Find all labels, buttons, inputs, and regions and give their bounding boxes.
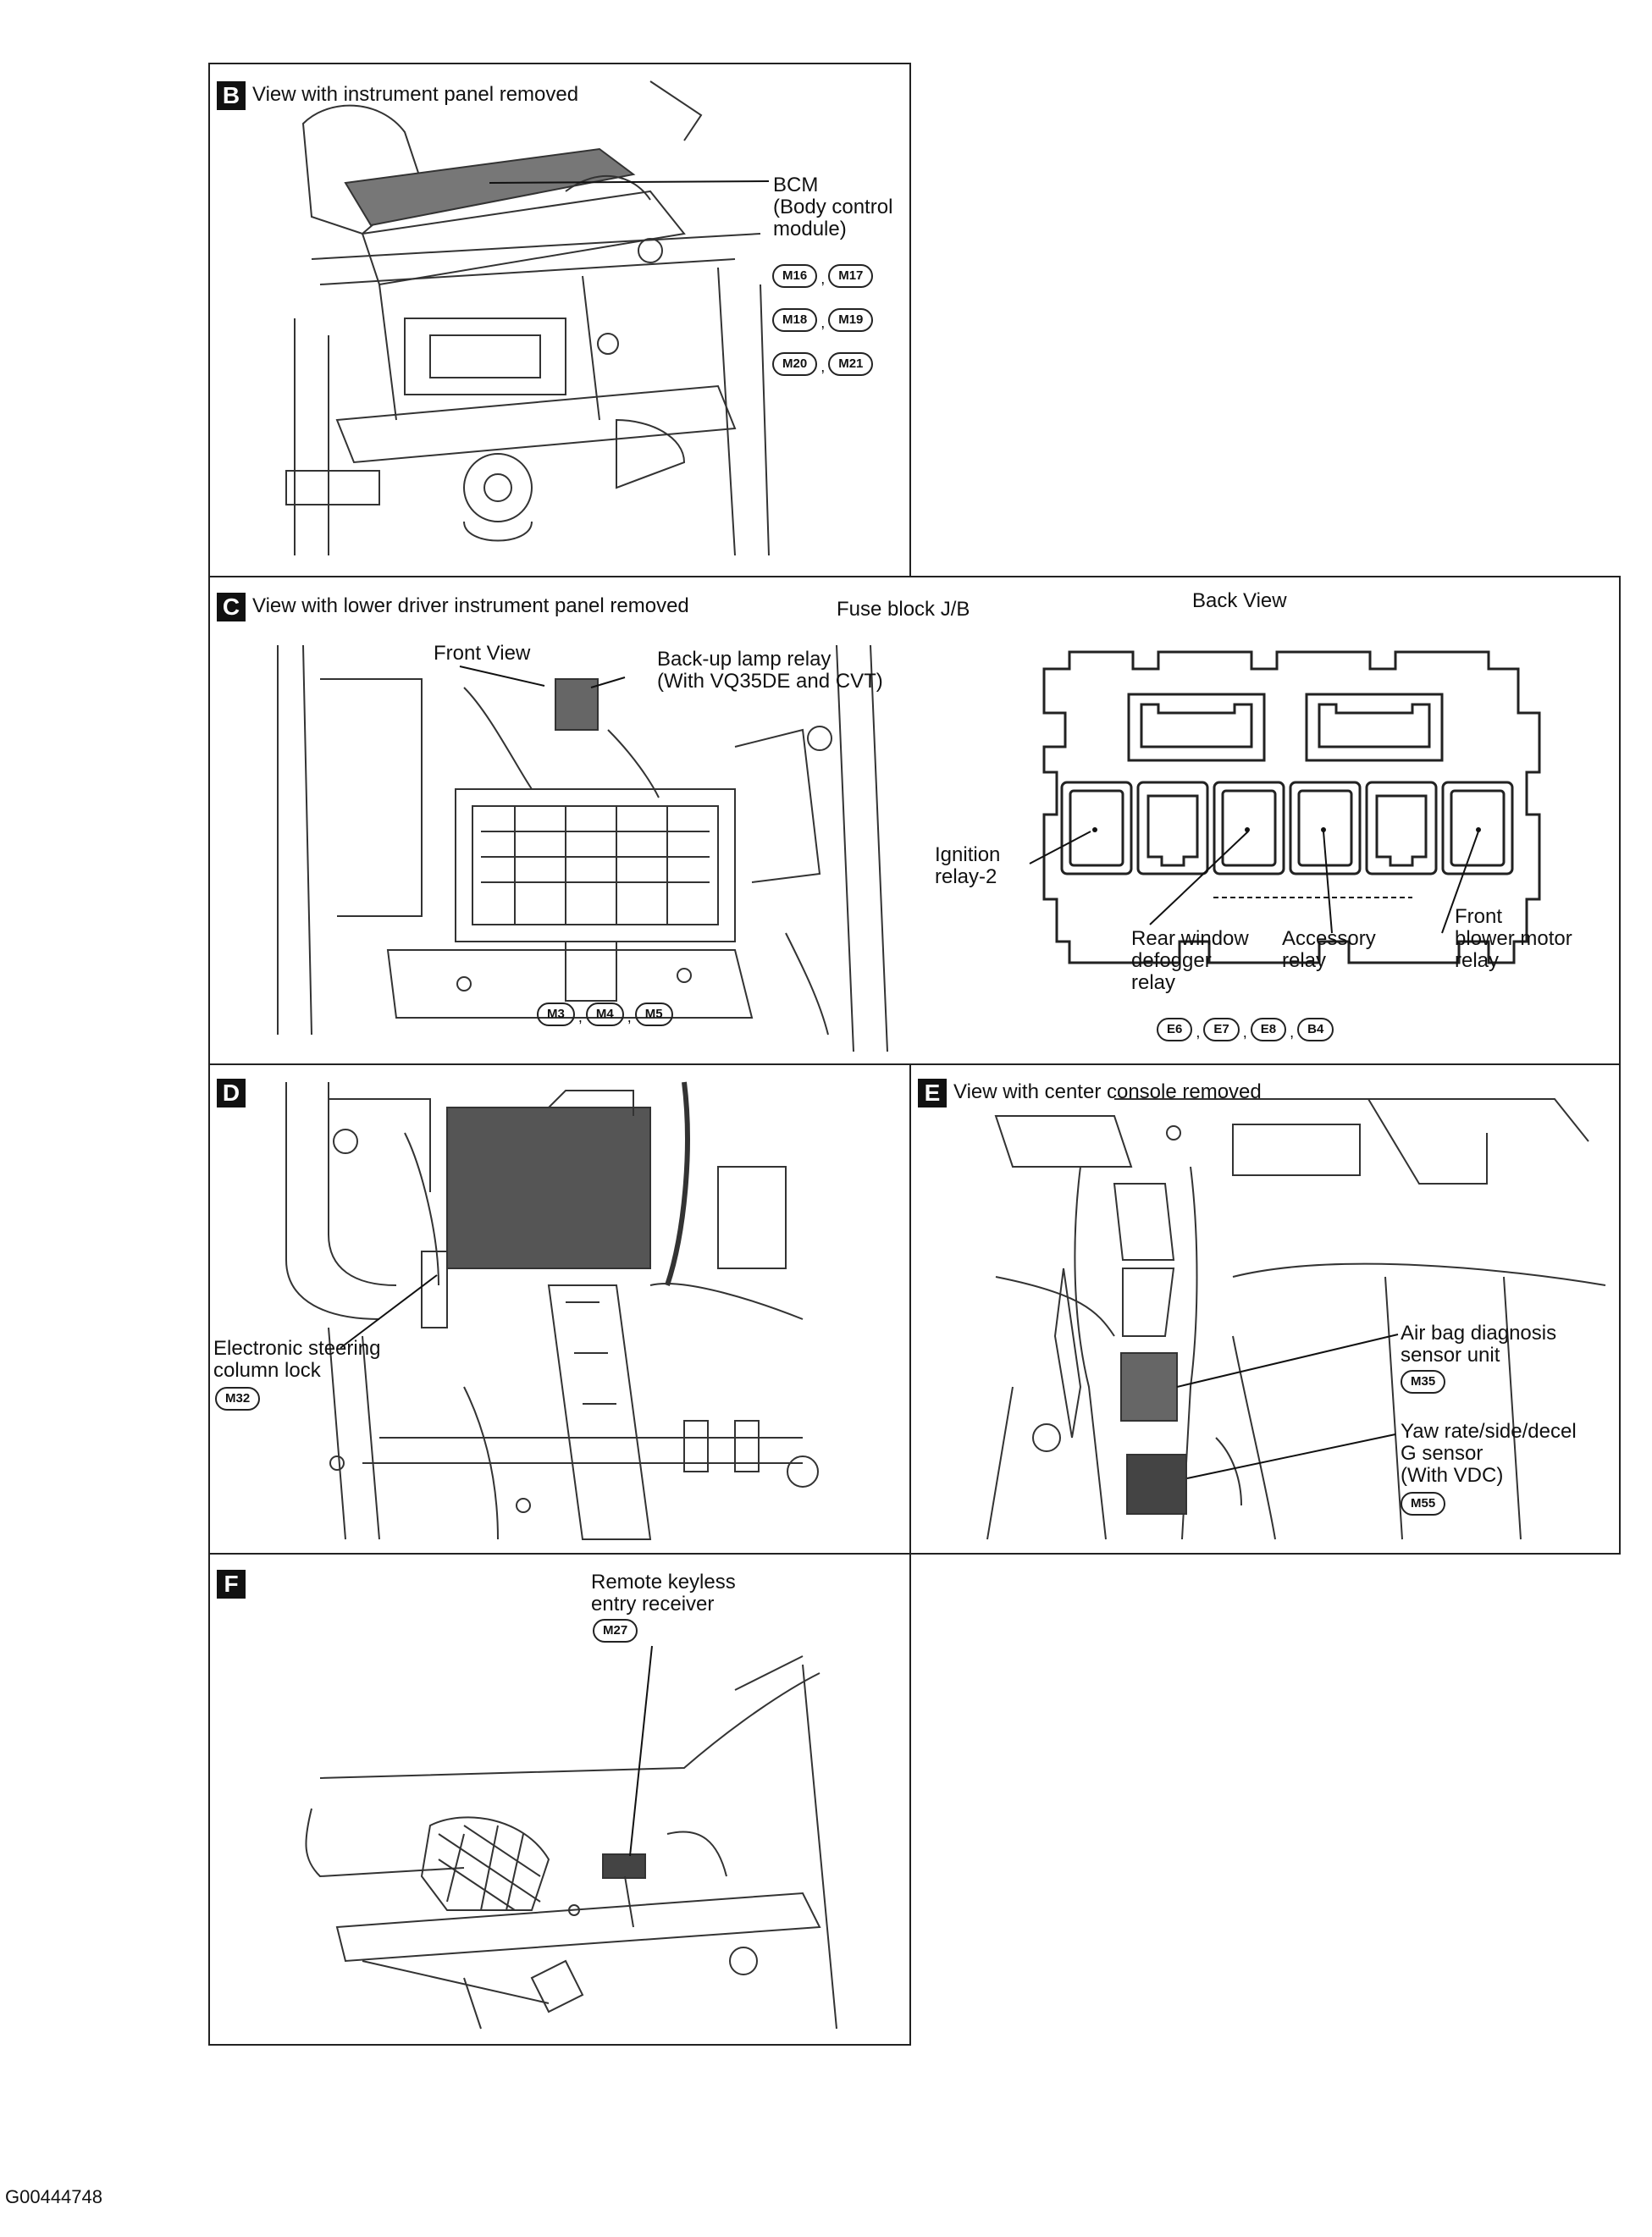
- panel-b-title: View with instrument panel removed: [252, 83, 579, 106]
- fuse-block-front-connectors: M3,M4,M5: [537, 1003, 673, 1026]
- panel-b-illustration: [285, 80, 770, 556]
- connector-m55: M55: [1401, 1492, 1446, 1516]
- bcm-connectors-row-2: M18,M19: [772, 308, 874, 332]
- connector-m35: M35: [1401, 1370, 1446, 1394]
- bcm-label: BCM (Body control module): [773, 174, 893, 240]
- connector-e8: E8: [1250, 1018, 1287, 1041]
- accessory-relay-label: Accessory relay: [1282, 927, 1376, 972]
- connector-m5: M5: [634, 1003, 673, 1026]
- remote-keyless-entry-receiver-label: Remote keyless entry receiver: [591, 1571, 736, 1616]
- connector-m18: M18: [772, 308, 818, 332]
- panel-d: D Electronic steering column lock M32: [208, 1063, 911, 1555]
- connector-m20: M20: [772, 352, 818, 376]
- connector-e7: E7: [1203, 1018, 1240, 1041]
- connector-m19: M19: [828, 308, 874, 332]
- connector-b4: B4: [1297, 1018, 1334, 1041]
- panel-c: C View with lower driver instrument pane…: [208, 576, 1621, 1077]
- backup-lamp-relay-label: Back-up lamp relay (With VQ35DE and CVT): [657, 648, 883, 693]
- panel-d-illustration: [285, 1081, 819, 1540]
- bcm-connectors-row-3: M20,M21: [772, 352, 874, 376]
- air-bag-diagnosis-sensor-unit-label: Air bag diagnosis sensor unit: [1401, 1322, 1557, 1367]
- electronic-steering-column-lock-label: Electronic steering column lock: [213, 1337, 381, 1382]
- front-blower-motor-relay-label: Front blower motor relay: [1455, 905, 1572, 972]
- panel-e-title: View with center console removed: [953, 1080, 1262, 1103]
- connector-m17: M17: [828, 264, 874, 288]
- connector-m16: M16: [772, 264, 818, 288]
- front-view-label: Front View: [434, 642, 531, 665]
- yaw-rate-side-decel-g-sensor-label: Yaw rate/side/decel G sensor (With VDC): [1401, 1420, 1577, 1487]
- panel-d-badge: D: [217, 1079, 246, 1107]
- connector-m4: M4: [585, 1003, 624, 1026]
- panel-b-badge: B: [217, 81, 246, 110]
- rear-window-defogger-relay-label: Rear window defogger relay: [1131, 927, 1249, 994]
- panel-c-illustration: [277, 644, 1541, 1052]
- panel-e-illustration: [986, 1098, 1606, 1540]
- ignition-relay-label: Ignition relay-2: [935, 843, 1001, 888]
- panel-c-title: View with lower driver instrument panel …: [252, 594, 689, 617]
- connector-m21: M21: [828, 352, 874, 376]
- connector-m32: M32: [215, 1387, 261, 1411]
- connector-e6: E6: [1157, 1018, 1193, 1041]
- panel-c-badge: C: [217, 593, 246, 621]
- connector-m27: M27: [593, 1619, 638, 1643]
- panel-f-badge: F: [217, 1570, 246, 1599]
- fuse-block-back-connectors: E6,E7,E8,B4: [1157, 1018, 1334, 1041]
- fuse-block-title: Fuse block J/B: [837, 598, 970, 621]
- panel-f: F Remote keyless entry receiver M27: [208, 1553, 911, 2046]
- back-view-label: Back View: [1192, 589, 1287, 612]
- panel-b: B View with instrument panel removed BCM…: [208, 63, 911, 577]
- panel-e-badge: E: [918, 1079, 947, 1107]
- connector-m3: M3: [537, 1003, 575, 1026]
- figure-code: G00444748: [5, 2186, 102, 2207]
- panel-f-illustration: [305, 1645, 837, 2030]
- panel-e: E View with center console removed Air b…: [909, 1063, 1621, 1555]
- bcm-connectors-row-1: M16,M17: [772, 264, 874, 288]
